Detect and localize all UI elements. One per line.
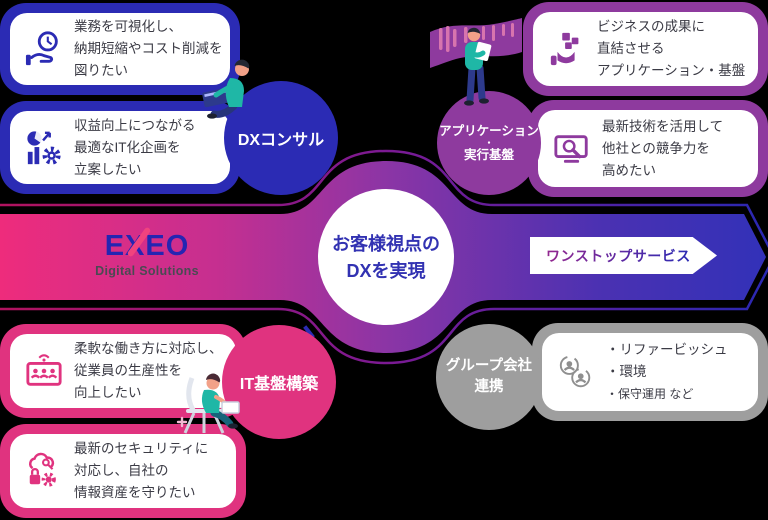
card-text: 最新技術を活用して 他社との競争力を 高めたい bbox=[602, 116, 723, 182]
bullet-item: ・保守運用 など bbox=[606, 387, 694, 401]
card-text-line: 柔軟な働き方に対応し、 bbox=[74, 341, 223, 356]
card-text-line: 最新のセキュリティに bbox=[74, 441, 209, 456]
card-text-line: 納期短縮やコスト削減を bbox=[74, 41, 223, 56]
card-text-line: ビジネスの成果に bbox=[597, 19, 705, 34]
logo-subtitle: Digital Solutions bbox=[95, 264, 199, 278]
security-icon bbox=[23, 452, 65, 490]
center-circle bbox=[318, 189, 454, 325]
card-text: 収益向上につながる 最適なIT化企画を 立案したい bbox=[74, 115, 196, 181]
card-text-line: 向上したい bbox=[74, 385, 142, 400]
person-sitting-laptop-illustration bbox=[202, 59, 250, 119]
bullet-item: ・リファービッシュ bbox=[606, 342, 728, 357]
exeo-logo: EXEO Digital Solutions bbox=[84, 226, 210, 278]
monitor-search-icon bbox=[551, 130, 593, 168]
bullet-item: ・環境 bbox=[606, 364, 647, 379]
chart-gear-icon bbox=[23, 129, 65, 167]
card-text: 業務を可視化し、 納期短縮やコスト削減を 図りたい bbox=[74, 16, 223, 82]
card-text: 最新のセキュリティに 対応し、自社の 情報資産を守りたい bbox=[74, 438, 208, 504]
person-standing-illustration bbox=[464, 27, 492, 106]
circle-label: IT基盤構築 bbox=[239, 376, 319, 393]
card-text: 柔軟な働き方に対応し、 従業員の生産性を 向上したい bbox=[74, 338, 223, 404]
band-outline-top bbox=[0, 149, 768, 248]
card-security-assets: 最新のセキュリティに 対応し、自社の 情報資産を守りたい bbox=[0, 424, 246, 518]
card-text-line: 業務を可視化し、 bbox=[74, 19, 182, 34]
card-text-line: 立案したい bbox=[74, 161, 142, 177]
center-message-line: DXを実現 bbox=[346, 261, 426, 281]
circle-label: グループ会社 bbox=[445, 358, 533, 374]
circle-group-companies: グループ会社 連携 bbox=[436, 324, 542, 430]
card-text-line: 最適なIT化企画を bbox=[74, 139, 181, 155]
sparkle-icon bbox=[176, 416, 188, 428]
card-text-line: 高めたい bbox=[602, 162, 656, 178]
card-latest-tech-competitiveness: 最新技術を活用して 他社との競争力を 高めたい bbox=[528, 100, 768, 197]
onestop-label: ワンストップサービス bbox=[546, 247, 691, 264]
card-text-line: アプリケーション・基盤 bbox=[597, 63, 746, 78]
band-outline-bottom bbox=[0, 266, 768, 365]
card-text: ・リファービッシュ ・環境 ・保守運用 など bbox=[606, 339, 728, 405]
card-text-line: 図りたい bbox=[74, 63, 128, 78]
card-text-line: 対応し、自社の bbox=[74, 463, 169, 478]
group-people-icon bbox=[555, 353, 597, 391]
remote-work-icon bbox=[23, 352, 65, 390]
card-profit-it-planning: 収益向上につながる 最適なIT化企画を 立案したい bbox=[0, 101, 240, 194]
card-text-line: 最新技術を活用して bbox=[602, 118, 724, 134]
onestop-banner: ワンストップサービス bbox=[530, 237, 717, 274]
person-chair-laptop-illustration bbox=[176, 373, 240, 434]
circle-it-infrastructure: IT基盤構築 bbox=[222, 325, 336, 439]
circle-dx-consulting: DXコンサル bbox=[224, 81, 338, 195]
blocks-hand-icon bbox=[546, 30, 588, 68]
clock-hand-icon bbox=[23, 30, 65, 68]
card-text-line: 収益向上につながる bbox=[74, 117, 196, 133]
card-text-line: 情報資産を守りたい bbox=[74, 485, 196, 500]
card-text-line: 他社との競争力を bbox=[602, 140, 710, 156]
circle-label: 連携 bbox=[474, 379, 504, 395]
card-text: ビジネスの成果に 直結させる アプリケーション・基盤 bbox=[597, 16, 745, 82]
circle-label: 実行基盤 bbox=[463, 147, 514, 162]
circle-label: ・ bbox=[484, 137, 494, 148]
circle-application-platform: アプリケーション ・ 実行基盤 bbox=[437, 91, 541, 195]
card-business-results-apps: ビジネスの成果に 直結させる アプリケーション・基盤 bbox=[523, 2, 768, 96]
card-visualize-operations: 業務を可視化し、 納期短縮やコスト削減を 図りたい bbox=[0, 3, 240, 95]
center-message-line: お客様視点の bbox=[332, 234, 440, 254]
center-message: お客様視点の DXを実現 bbox=[314, 231, 458, 285]
card-group-services: ・リファービッシュ ・環境 ・保守運用 など bbox=[532, 323, 768, 421]
card-text-line: 直結させる bbox=[597, 41, 665, 56]
circle-label: DXコンサル bbox=[237, 132, 325, 149]
card-text-line: 従業員の生産性を bbox=[74, 363, 182, 378]
circle-label: アプリケーション bbox=[439, 123, 539, 138]
